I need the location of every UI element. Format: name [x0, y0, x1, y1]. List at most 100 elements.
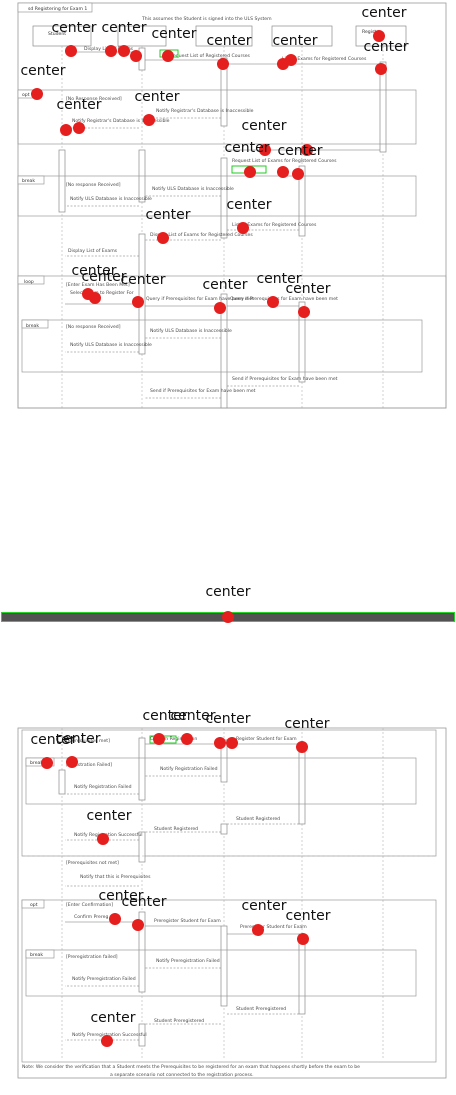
- center-marker-dot: [237, 222, 249, 234]
- svg-text:Notify ULS Database is Inacces: Notify ULS Database is Inaccessible: [150, 328, 232, 334]
- svg-text:Notify that this is Prerequisi: Notify that this is Prerequisites: [80, 874, 151, 880]
- svg-text:[Preregistration failed]: [Preregistration failed]: [66, 954, 118, 960]
- center-marker-label: center: [241, 898, 286, 914]
- center-marker-dot: [105, 45, 117, 57]
- svg-text:[Registration Failed]: [Registration Failed]: [66, 762, 112, 768]
- center-marker-dot: [89, 292, 101, 304]
- center-marker-label: center: [284, 716, 329, 732]
- footnote-line-1: Note: We consider the verification that …: [22, 1064, 360, 1070]
- center-marker-label: center: [71, 263, 116, 279]
- center-marker-dot: [226, 737, 238, 749]
- center-marker-dot: [157, 232, 169, 244]
- svg-text:Student Registered: Student Registered: [154, 826, 198, 832]
- svg-text:Notify Registration Failed: Notify Registration Failed: [74, 784, 132, 790]
- svg-text:Student Preregistered: Student Preregistered: [236, 1006, 286, 1012]
- center-marker-label: center: [256, 271, 301, 287]
- svg-text:Notify ULS Database is Inacces: Notify ULS Database is Inaccessible: [70, 196, 152, 202]
- svg-text:break: break: [22, 178, 35, 184]
- center-marker-dot: [132, 296, 144, 308]
- frame-title-tab: [17, 2, 93, 13]
- center-marker-dot: [277, 166, 289, 178]
- sequence-diagram-bottom: [Prerequisites met] Confirm Registration…: [17, 708, 447, 1079]
- svg-text:List of Exams for Registered C: List of Exams for Registered Courses: [232, 222, 317, 228]
- center-marker-dot: [267, 296, 279, 308]
- center-marker-dot: [181, 733, 193, 745]
- splitter-marker-dot: [222, 611, 234, 623]
- center-marker-label: center: [30, 732, 75, 748]
- svg-text:Confirm Prereg: Confirm Prereg: [74, 914, 108, 920]
- center-marker-dot: [132, 919, 144, 931]
- center-marker-dot: [252, 924, 264, 936]
- svg-text:break: break: [26, 323, 39, 329]
- svg-text:Preregister Student for Exam: Preregister Student for Exam: [240, 924, 307, 930]
- svg-text:Student Preregistered: Student Preregistered: [154, 1018, 204, 1024]
- center-marker-label: center: [277, 143, 322, 159]
- svg-text:[Prerequisites met]: [Prerequisites met]: [66, 738, 110, 744]
- svg-text:opt: opt: [30, 902, 38, 908]
- center-marker-dot: [292, 168, 304, 180]
- center-marker-label: center: [51, 20, 96, 36]
- center-marker-dot: [285, 54, 297, 66]
- center-marker-label: center: [90, 1010, 135, 1026]
- center-marker-dot: [118, 45, 130, 57]
- svg-text:loop: loop: [24, 279, 34, 285]
- center-marker-dot: [297, 933, 309, 945]
- svg-text:Notify Preregistration Success: Notify Preregistration Successful: [72, 1032, 147, 1038]
- center-marker-label: center: [142, 708, 187, 724]
- svg-text:Send if Prerequisites for Exam: Send if Prerequisites for Exam have been…: [232, 376, 338, 382]
- frame-title: sd Registering for Exam 1: [28, 6, 87, 12]
- center-marker-label: center: [272, 33, 317, 49]
- svg-text:Notify Registration Successful: Notify Registration Successful: [74, 832, 143, 838]
- center-marker-dot: [66, 756, 78, 768]
- svg-text:Request List of Registered Cou: Request List of Registered Courses: [170, 53, 251, 59]
- center-marker-label: center: [226, 197, 271, 213]
- center-marker-dot: [73, 122, 85, 134]
- center-marker-label: center: [285, 908, 330, 924]
- center-marker-dot: [244, 166, 256, 178]
- center-marker-label: center: [361, 5, 406, 21]
- center-marker-label: center: [120, 272, 165, 288]
- svg-text:Register Student for Exam: Register Student for Exam: [236, 736, 297, 742]
- center-marker-dot: [375, 63, 387, 75]
- svg-text:Notify Preregistration Failed: Notify Preregistration Failed: [72, 976, 136, 982]
- svg-text:opt: opt: [22, 92, 30, 98]
- footnote-line-2: a separate scenario not connected to the…: [110, 1072, 254, 1078]
- center-marker-label: center: [134, 89, 179, 105]
- splitter-marker-label: center: [205, 584, 251, 600]
- center-marker-label: center: [55, 731, 100, 747]
- svg-text:Send if Prerequisites for Exam: Send if Prerequisites for Exam have been…: [150, 388, 256, 394]
- center-marker-label: center: [121, 894, 166, 910]
- svg-text:Display List of Exams for Regi: Display List of Exams for Registered Cou…: [150, 232, 253, 238]
- opt-fragment-1: [17, 89, 417, 145]
- top-note: This assumes the Student is signed into …: [141, 16, 272, 22]
- svg-text:[Prerequisites not met]: [Prerequisites not met]: [66, 860, 119, 866]
- center-marker-dot: [109, 913, 121, 925]
- center-marker-label: center: [98, 888, 143, 904]
- center-marker-dot: [31, 88, 43, 100]
- participant-registry: Registry: [362, 29, 381, 35]
- center-marker-dot: [101, 1035, 113, 1047]
- center-marker-label: center: [202, 277, 247, 293]
- center-marker-dot: [298, 306, 310, 318]
- center-marker-label: center: [145, 207, 190, 223]
- svg-text:Notify ULS Database is Inacces: Notify ULS Database is Inaccessible: [152, 186, 234, 192]
- center-marker-label: center: [285, 281, 330, 297]
- svg-text:Select Exam to Register For: Select Exam to Register For: [70, 290, 134, 296]
- center-marker-label: center: [81, 269, 126, 285]
- center-marker-dot: [373, 30, 385, 42]
- center-marker-label: center: [151, 26, 196, 42]
- svg-text:Display List of Exams: Display List of Exams: [68, 248, 118, 254]
- break-fragment-1: [17, 175, 417, 217]
- center-marker-dot: [41, 757, 53, 769]
- center-marker-dot: [153, 733, 165, 745]
- center-marker-dot: [214, 737, 226, 749]
- svg-text:Notify Registrar's Database is: Notify Registrar's Database is Inaccessi…: [156, 108, 254, 114]
- svg-text:Confirm Registration: Confirm Registration: [150, 736, 197, 742]
- svg-text:Preregister Student for Exam: Preregister Student for Exam: [154, 918, 221, 924]
- svg-text:Query if Prerequisites for Exa: Query if Prerequisites for Exam have bee…: [146, 296, 254, 302]
- center-marker-label: center: [86, 808, 131, 824]
- break-fragment-2: [21, 319, 423, 373]
- center-marker-dot: [259, 144, 271, 156]
- center-marker-dot: [162, 50, 174, 62]
